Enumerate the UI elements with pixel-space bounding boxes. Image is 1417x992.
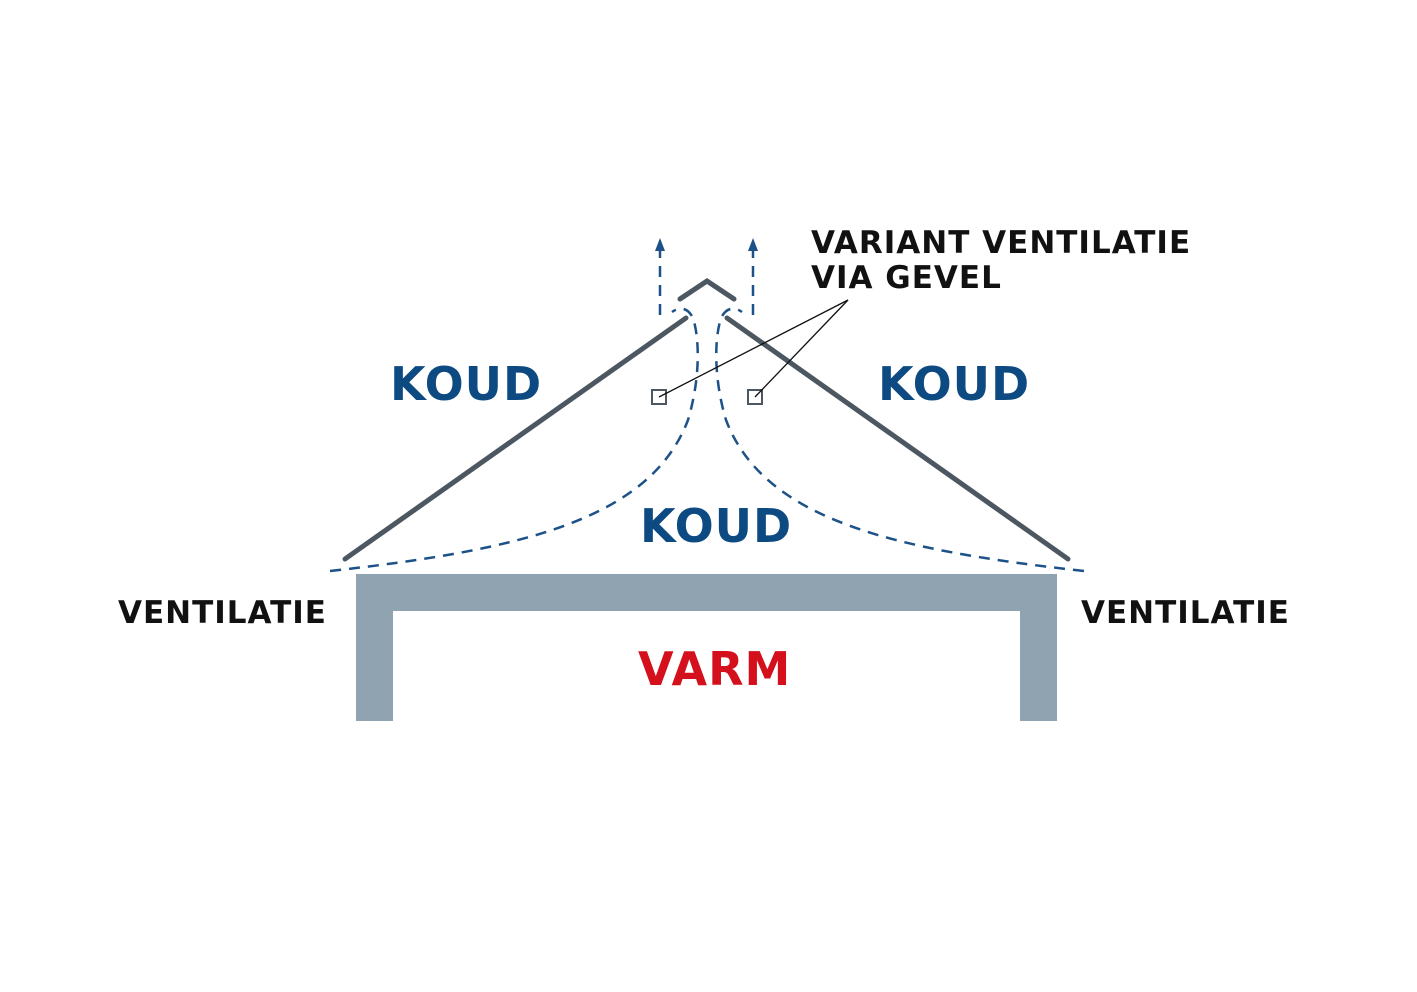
leader-line xyxy=(754,299,849,398)
roof-left xyxy=(342,315,689,562)
arrow-up-icon xyxy=(748,238,758,251)
ventilation-label-left: VENTILATIE xyxy=(118,595,327,631)
airflow-right xyxy=(715,307,1085,573)
airflow-left xyxy=(329,307,699,573)
arrow-up-icon xyxy=(655,238,665,251)
variant-label-line2: VIA GEVEL xyxy=(811,260,1002,296)
leader-line xyxy=(658,299,849,398)
ridge-cap xyxy=(677,277,737,302)
cold-label-right: KOUD xyxy=(878,357,1030,411)
variant-label-line1: VARIANT VENTILATIE xyxy=(811,225,1191,261)
cold-label-center: KOUD xyxy=(640,499,792,553)
wall-and-ceiling xyxy=(356,574,1057,721)
roof-right xyxy=(724,315,1071,562)
cold-label-left: KOUD xyxy=(390,357,542,411)
ventilation-label-right: VENTILATIE xyxy=(1081,595,1290,631)
warm-label: VARM xyxy=(638,642,791,696)
